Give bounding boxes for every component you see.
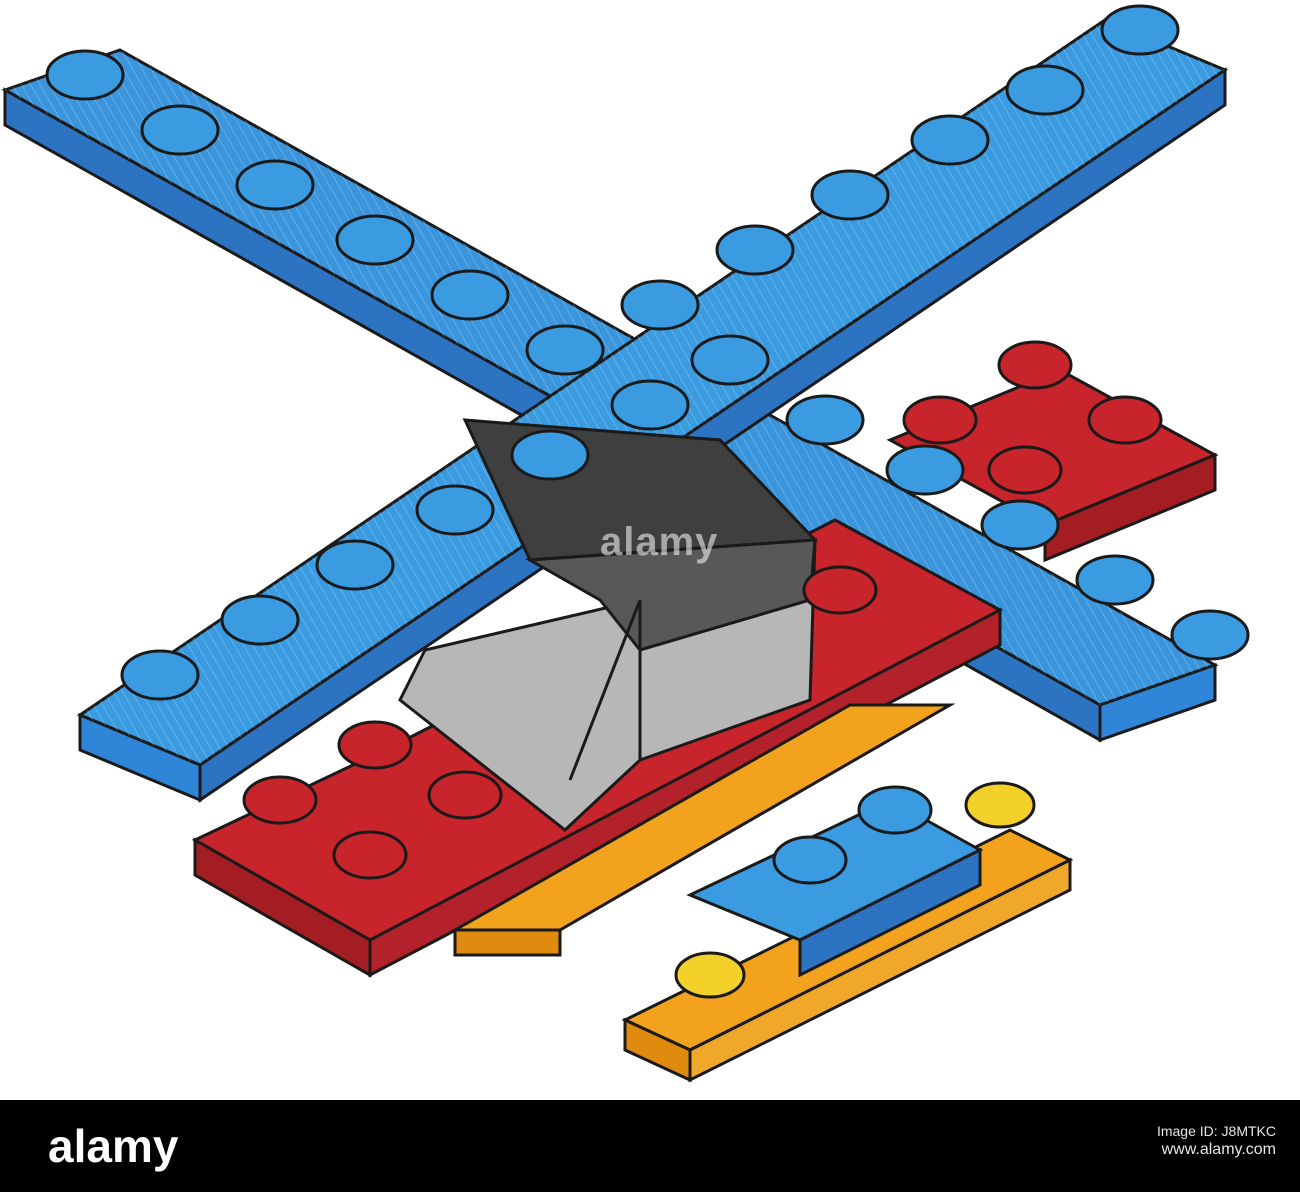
brand-logo: alamy [48,1120,179,1172]
studs [45,4,1250,999]
image-id: Image ID: J8MTKC [1156,1123,1276,1139]
skid-front [449,703,956,957]
helicopter-illustration [1,4,1250,1083]
site-url: www.alamy.com [1161,1141,1276,1158]
image-meta: Image ID: J8MTKC www.alamy.com [1157,1122,1276,1160]
footer-bar: alamy Image ID: J8MTKC www.alamy.com [0,1100,1300,1192]
